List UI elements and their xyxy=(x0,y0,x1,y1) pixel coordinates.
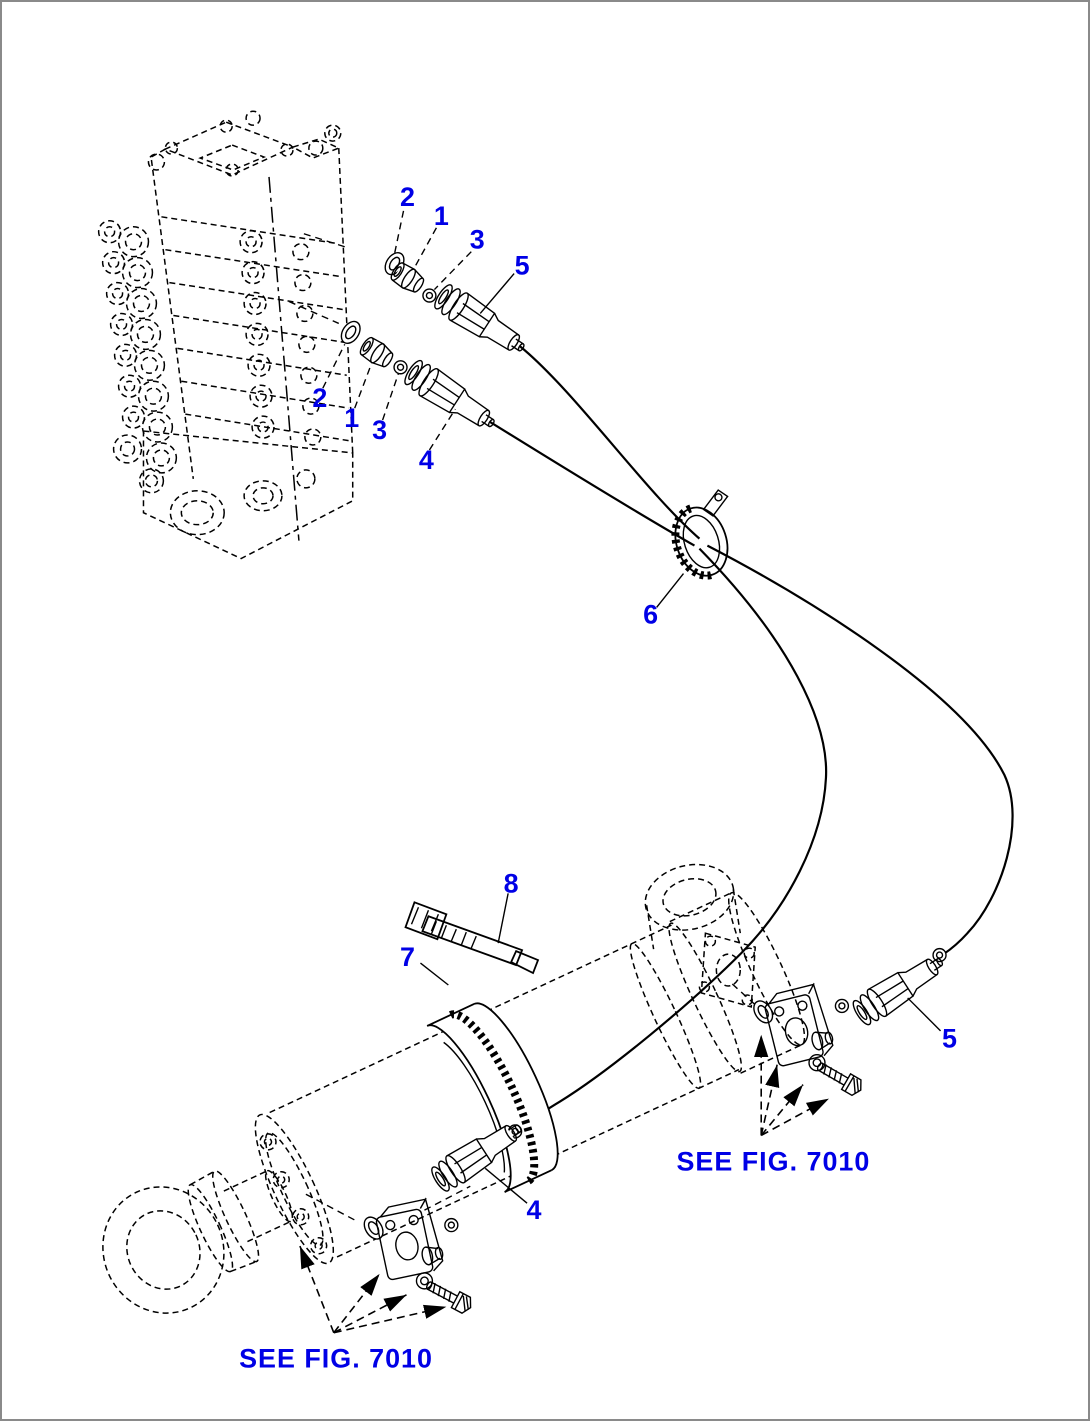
band-handle xyxy=(404,901,540,975)
hose-4-lower-run xyxy=(517,547,828,1130)
callout-4-cylinder: 4 xyxy=(527,1195,542,1225)
hose-5-lower-run xyxy=(706,544,1014,956)
flange-block-rod xyxy=(373,1197,447,1282)
hose-fitting-5-cylinder xyxy=(848,946,951,1030)
ring-rod-port xyxy=(444,1217,459,1233)
valve-outlet-group-lower xyxy=(288,300,503,439)
cylinder-band-clamp xyxy=(426,1002,559,1193)
boom-cylinder xyxy=(102,891,806,1314)
valve-outlet-group-upper xyxy=(303,233,533,363)
bolt-head xyxy=(813,1057,866,1099)
hoses xyxy=(489,345,1014,1130)
callout-6: 6 xyxy=(643,599,658,629)
ring-head-port xyxy=(834,998,850,1014)
head-port-group xyxy=(731,982,866,1137)
figure-references: SEE FIG. 7010 SEE FIG. 7010 xyxy=(239,1146,871,1374)
control-valve-assembly xyxy=(97,110,354,560)
flange-block-head xyxy=(761,982,837,1068)
rod-port-group xyxy=(299,1185,476,1334)
see-fig-note-right: SEE FIG. 7010 xyxy=(677,1146,871,1176)
callout-leaders xyxy=(322,210,942,1204)
backup-ring-upper xyxy=(422,288,437,303)
callout-2-upper: 2 xyxy=(400,182,415,212)
callout-3-upper: 3 xyxy=(470,225,485,255)
hose-clamp xyxy=(671,489,729,580)
hose-fitting-5-upper xyxy=(429,280,533,363)
o-ring-head-port xyxy=(749,996,778,1027)
nipple-lower xyxy=(356,334,397,372)
backup-ring-lower xyxy=(393,360,408,375)
cylinder-head-ports xyxy=(644,863,757,1008)
hose-fitting-4-upper xyxy=(400,355,503,439)
callout-5-cylinder: 5 xyxy=(942,1024,957,1054)
washer-rod xyxy=(415,1272,434,1290)
callout-7: 7 xyxy=(400,942,415,972)
callout-8: 8 xyxy=(504,868,519,898)
callout-1-upper: 1 xyxy=(434,201,449,231)
valve-spool-caps xyxy=(97,220,178,474)
callout-3-lower: 3 xyxy=(372,415,387,445)
callout-5-upper: 5 xyxy=(515,251,530,281)
hose-4-upper-run xyxy=(489,421,695,547)
callout-1-lower: 1 xyxy=(344,403,359,433)
callout-numbers: 2 1 3 5 2 1 3 4 6 8 7 5 4 xyxy=(312,182,957,1225)
o-ring-rod-port xyxy=(359,1213,388,1244)
see-fig-note-bottom: SEE FIG. 7010 xyxy=(239,1344,433,1374)
callout-4-upper: 4 xyxy=(419,445,434,475)
hose-5-upper-run xyxy=(519,345,701,540)
bolt-rod xyxy=(422,1276,476,1317)
callout-2-lower: 2 xyxy=(312,383,327,413)
